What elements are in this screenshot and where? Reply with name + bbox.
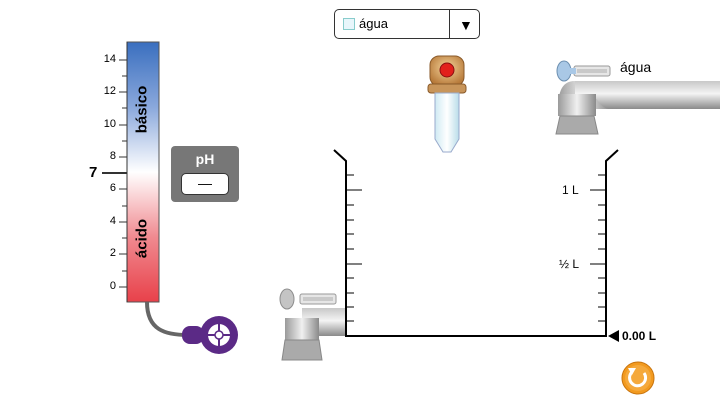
ph-scale-bar	[126, 41, 160, 303]
ph-tick-0: 0	[109, 280, 116, 292]
ph-neutral-mark: 7	[89, 164, 98, 181]
solution-swatch	[343, 18, 355, 30]
ph-tick-4: 4	[109, 215, 116, 227]
beaker-right-ticks	[590, 174, 606, 322]
beaker	[333, 149, 619, 337]
ph-tick-2: 2	[109, 247, 116, 259]
beaker-label-1l: 1 L	[562, 183, 579, 197]
water-faucet-top	[555, 60, 720, 135]
ph-tick-8: 8	[109, 150, 116, 162]
volume-pointer-icon	[608, 330, 619, 342]
probe-cable	[145, 301, 189, 337]
ph-tick-14: 14	[103, 53, 116, 65]
triangle-down-icon[interactable]: ▼	[459, 17, 473, 33]
drain-faucet	[279, 288, 346, 361]
beaker-label-half-l: ½ L	[559, 257, 580, 271]
ph-readout-value: —	[181, 173, 229, 195]
acidic-label: ácido	[133, 218, 151, 259]
basic-label: básico	[133, 85, 151, 134]
solution-dropdown[interactable]: água ▼	[334, 9, 480, 39]
ph-scale-ticks	[102, 59, 127, 288]
ph-probe	[182, 316, 238, 354]
dropper	[427, 55, 467, 153]
top-faucet-label: água	[620, 59, 652, 75]
dropper-button[interactable]	[428, 56, 466, 152]
reset-icon	[621, 361, 655, 395]
ph-tick-10: 10	[103, 118, 116, 130]
ph-tick-12: 12	[103, 85, 116, 97]
reset-button[interactable]	[622, 362, 654, 394]
drain-faucet-handle[interactable]	[279, 289, 337, 309]
ph-tick-6: 6	[109, 182, 116, 194]
solution-dropdown-label: água	[359, 16, 388, 31]
top-faucet-handle[interactable]	[554, 60, 576, 82]
dropdown-divider	[449, 10, 450, 38]
ph-readout-panel: pH —	[171, 146, 239, 202]
ph-readout-label: pH	[195, 151, 215, 167]
volume-readout: 0.00 L	[622, 329, 657, 343]
ph-probe-handle[interactable]	[182, 316, 238, 354]
beaker-left-ticks	[346, 174, 362, 322]
